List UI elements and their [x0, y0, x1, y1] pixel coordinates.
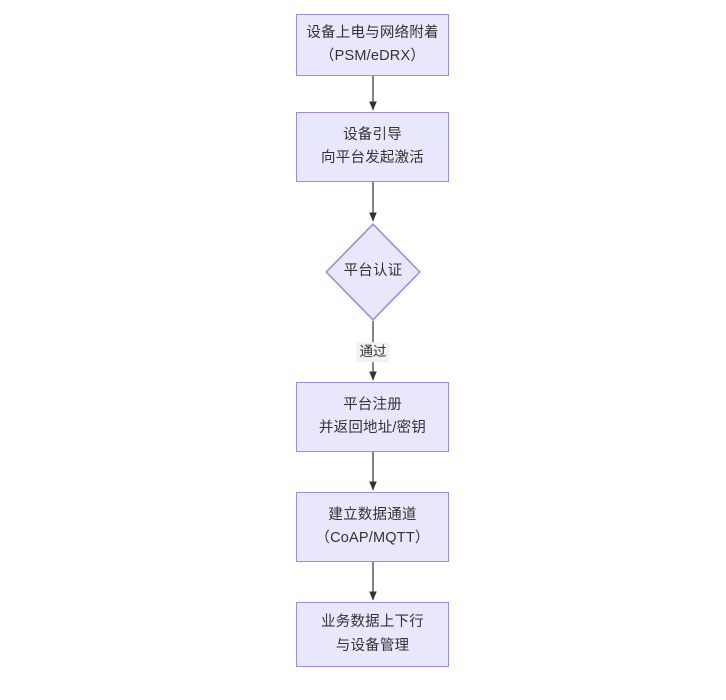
node-service-data[interactable]: 业务数据上下行 与设备管理 — [296, 602, 449, 667]
node-bootstrap-line-1: 设备引导 — [343, 126, 402, 143]
node-register-line-1: 平台注册 — [343, 396, 402, 413]
node-auth-decision[interactable]: 平台认证 — [325, 223, 421, 321]
node-bootstrap-line-2: 向平台发起激活 — [321, 150, 424, 166]
node-register-line-2: 并返回地址/密钥 — [318, 420, 427, 436]
node-register[interactable]: 平台注册 并返回地址/密钥 — [296, 382, 449, 452]
node-power-on-line-1: 设备上电与网络附着 — [306, 24, 439, 41]
node-data-channel-line-2: （CoAP/MQTT） — [315, 530, 430, 546]
node-power-on-line-2: （PSM/eDRX） — [319, 48, 426, 64]
node-data-channel[interactable]: 建立数据通道 （CoAP/MQTT） — [296, 492, 449, 562]
node-service-data-line-1: 业务数据上下行 — [321, 614, 424, 631]
node-service-data-line-2: 与设备管理 — [335, 637, 410, 654]
node-data-channel-line-1: 建立数据通道 — [328, 506, 417, 523]
node-bootstrap[interactable]: 设备引导 向平台发起激活 — [296, 112, 449, 182]
node-auth-label: 平台认证 — [343, 263, 403, 280]
diamond-shape — [325, 223, 421, 321]
node-power-on[interactable]: 设备上电与网络附着 （PSM/eDRX） — [296, 14, 449, 76]
edge-label-pass: 通过 — [356, 342, 390, 362]
